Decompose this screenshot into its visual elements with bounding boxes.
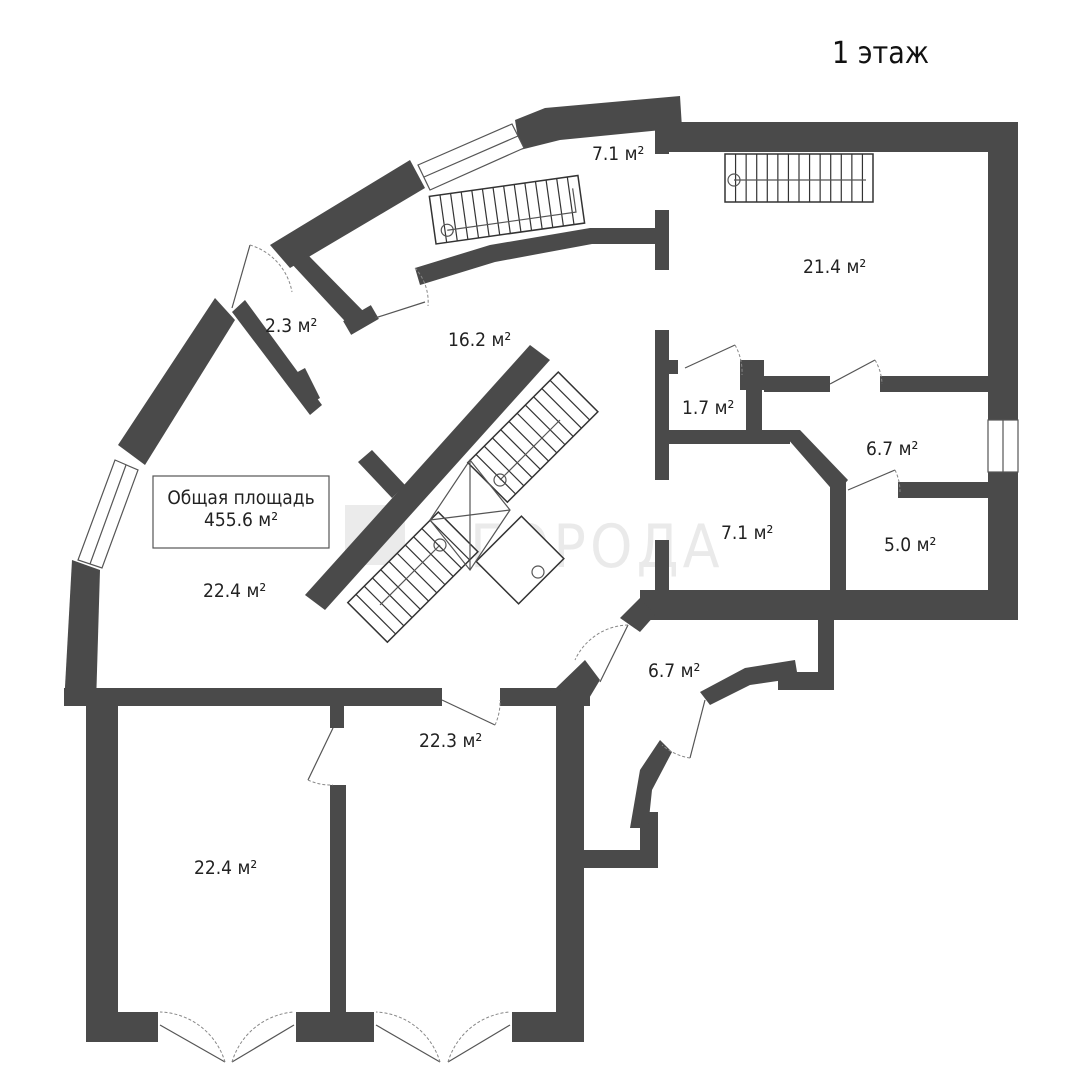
stair-tread xyxy=(534,181,543,230)
room-area-label: 6.7 м² xyxy=(866,438,918,460)
room-area-label: 7.1 м² xyxy=(721,522,773,544)
room-area-label: 1.7 м² xyxy=(682,397,734,419)
stair-tread xyxy=(516,412,558,454)
wall xyxy=(830,482,846,602)
wall xyxy=(818,620,834,690)
wall xyxy=(660,430,790,444)
interior-walls xyxy=(232,122,1018,610)
stair-tread xyxy=(513,184,522,233)
stair-tread xyxy=(483,445,525,487)
wall xyxy=(746,378,762,440)
wall xyxy=(296,1012,374,1042)
stair-tread xyxy=(533,396,574,437)
staircase-upper-left xyxy=(428,174,586,245)
room-area-label: 2.3 м² xyxy=(265,315,317,337)
wall xyxy=(655,122,669,154)
wall xyxy=(343,305,379,335)
stair-tread xyxy=(541,388,582,429)
wall xyxy=(86,1012,158,1042)
stair-tread xyxy=(396,552,438,594)
staircase-center xyxy=(346,371,599,644)
room-area-label: 5.0 м² xyxy=(884,534,936,556)
wall xyxy=(780,430,848,494)
stair-tread xyxy=(363,585,405,627)
stair-tread xyxy=(503,185,511,234)
staircase-upper-right xyxy=(724,153,874,203)
wall xyxy=(630,740,672,828)
wall xyxy=(515,96,682,150)
stair-tread xyxy=(566,176,575,225)
wall xyxy=(330,706,344,728)
wall xyxy=(556,700,584,1040)
stair-tread xyxy=(492,187,501,236)
stair-tread xyxy=(471,190,480,239)
stair-tread xyxy=(524,182,533,231)
stair-tread xyxy=(549,379,591,421)
wall xyxy=(988,122,1018,420)
stair-tread xyxy=(492,437,533,478)
stair-tread xyxy=(388,561,429,602)
windows xyxy=(77,123,1019,569)
wall xyxy=(118,298,235,465)
room-area-label: 6.7 м² xyxy=(648,660,700,682)
stair-tread xyxy=(545,179,554,228)
wall xyxy=(556,660,600,705)
wall xyxy=(655,540,669,610)
stair-tread xyxy=(449,193,458,242)
floor-title: 1 этаж xyxy=(832,36,929,71)
stair-tread xyxy=(475,453,517,495)
room-area-label: 21.4 м² xyxy=(803,256,866,278)
doors xyxy=(159,244,901,1063)
total-area-label: Общая площадь xyxy=(167,487,314,509)
room-labels: 7.1 м² 21.4 м² 2.3 м² 16.2 м² 1.7 м² 6.7… xyxy=(194,143,936,879)
wall xyxy=(640,590,1018,620)
stair-tread xyxy=(413,536,454,577)
stair-tread xyxy=(355,593,397,635)
wall xyxy=(584,850,656,868)
room-area-label: 22.4 м² xyxy=(203,580,266,602)
wall xyxy=(880,376,1018,392)
wall xyxy=(898,482,1018,498)
wall xyxy=(655,330,669,480)
wall xyxy=(330,785,346,1015)
wall xyxy=(415,228,655,285)
wall xyxy=(620,598,655,632)
stair-tread xyxy=(404,544,446,586)
stair-tread xyxy=(524,404,566,446)
wall xyxy=(86,700,118,1040)
room-area-label: 16.2 м² xyxy=(448,329,511,351)
stair-tread xyxy=(439,194,448,243)
stair-tread xyxy=(481,188,490,237)
stair-tread xyxy=(556,178,564,227)
stair-tread xyxy=(372,577,413,618)
wall xyxy=(655,210,669,270)
wall xyxy=(290,255,370,332)
wall xyxy=(270,160,425,268)
wall xyxy=(655,122,1018,152)
wall xyxy=(64,688,442,706)
stair-tread xyxy=(421,528,462,569)
total-area-value: 455.6 м² xyxy=(204,509,278,531)
wall xyxy=(660,360,678,374)
room-area-label: 7.1 м² xyxy=(592,143,644,165)
stair-tread xyxy=(380,569,421,610)
stair-tread xyxy=(460,191,469,240)
room-area-label: 22.3 м² xyxy=(419,730,482,752)
room-area-label: 22.4 м² xyxy=(194,857,257,879)
wall xyxy=(305,345,550,610)
stair-tread xyxy=(508,421,549,462)
wall xyxy=(64,560,100,705)
wall xyxy=(358,450,405,498)
total-area-box: Общая площадь 455.6 м² xyxy=(152,475,330,549)
wall xyxy=(700,660,798,705)
wall xyxy=(292,368,320,405)
stair-tread xyxy=(429,519,471,561)
outer-walls xyxy=(64,96,1018,1042)
stair-tread xyxy=(500,429,541,470)
wall xyxy=(764,376,830,392)
